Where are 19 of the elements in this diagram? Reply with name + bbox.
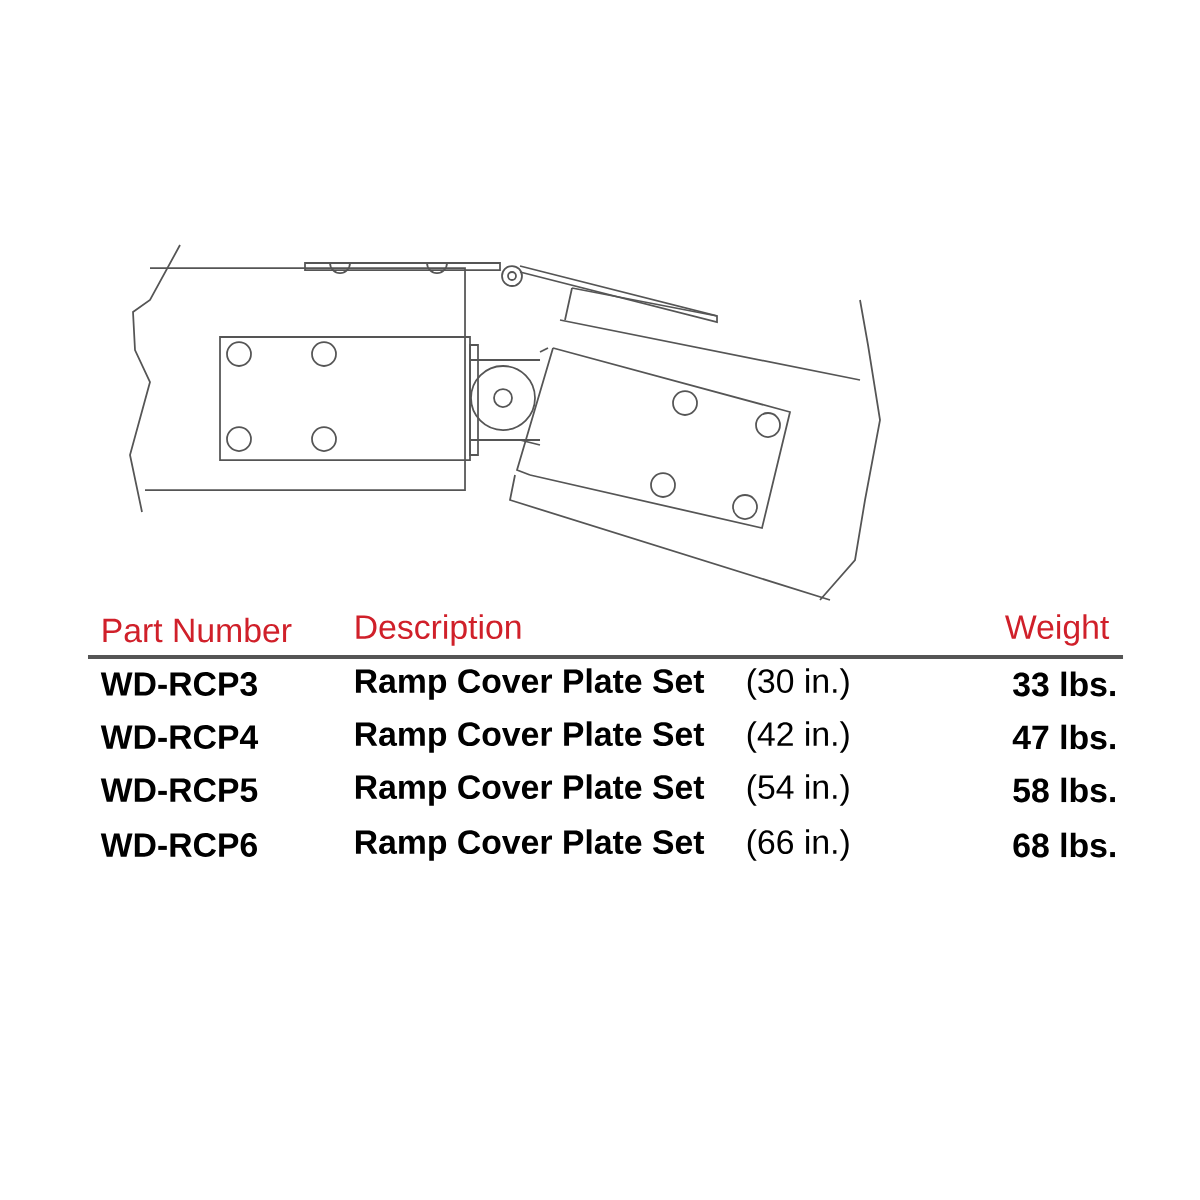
column-header: Weight [1005, 614, 1110, 646]
column-header: Description [356, 614, 521, 646]
table-cell: (30 in.) [747, 668, 849, 700]
table-cell: Ramp Cover Plate Set [355, 668, 705, 700]
table-cell: WD-RCP5 [100, 778, 258, 802]
table-cell: (42 in.) [747, 721, 849, 753]
table-cell: (66 in.) [747, 829, 849, 861]
table-cell: 33 lbs. [1013, 671, 1115, 697]
table-cell: 47 lbs. [1012, 724, 1115, 750]
table-cell: WD-RCP3 [100, 672, 257, 696]
table-cell: 58 lbs. [1013, 777, 1115, 803]
table-cell: Ramp Cover Plate Set [355, 721, 705, 753]
table-cell: WD-RCP4 [100, 725, 259, 749]
column-header: Part Number [103, 617, 292, 643]
table-cell: WD-RCP6 [100, 833, 257, 857]
table-cell: Ramp Cover Plate Set [355, 829, 705, 861]
table-cell: Ramp Cover Plate Set [355, 774, 705, 806]
table-cell: 68 lbs. [1013, 832, 1115, 858]
table-cell: (54 in.) [747, 774, 849, 806]
